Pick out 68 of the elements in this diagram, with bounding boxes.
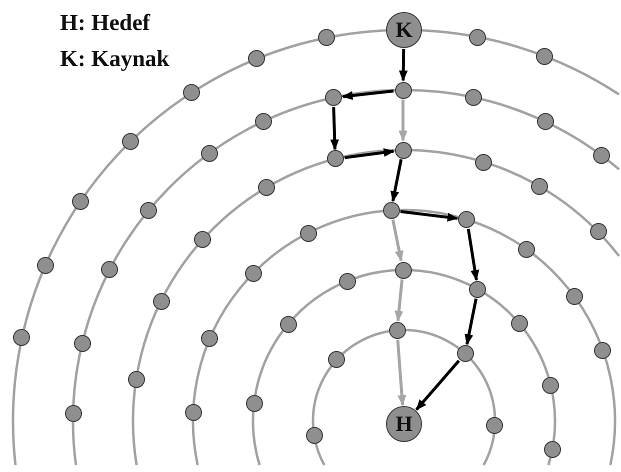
node-circle	[338, 272, 356, 290]
node-circle	[72, 192, 90, 210]
node-circle	[542, 377, 560, 394]
node-circle	[544, 440, 561, 458]
node-circle	[536, 48, 554, 65]
node-circle	[280, 316, 297, 333]
key-text: K: Kaynak	[60, 46, 170, 72]
node-circle	[255, 112, 272, 130]
arrow	[394, 279, 404, 322]
node-circle	[328, 351, 346, 368]
node-circle	[300, 224, 317, 242]
arrow	[398, 100, 408, 142]
node-circle	[382, 202, 400, 219]
node-circle	[140, 202, 158, 219]
arrow	[396, 340, 406, 406]
node-circle	[306, 427, 323, 444]
lettered-node-circle: H	[386, 406, 422, 442]
node-circle	[594, 342, 612, 360]
node-circle	[486, 417, 504, 434]
arrow	[330, 107, 340, 150]
lettered-node-circle: K	[386, 12, 422, 48]
arrow	[464, 298, 478, 346]
arrow	[400, 210, 458, 222]
node-circle	[74, 335, 91, 352]
node-circle	[244, 264, 262, 282]
node-circle	[36, 257, 54, 274]
node-circle	[394, 82, 412, 98]
arrow	[391, 219, 404, 262]
node-circle	[101, 260, 118, 278]
node-circle	[152, 292, 170, 310]
node-circle	[469, 280, 486, 298]
node-circle	[394, 142, 412, 158]
node-circle	[465, 88, 482, 106]
node-circle	[469, 28, 486, 46]
node-circle	[566, 288, 583, 305]
node-circle	[64, 405, 82, 422]
node-circle	[128, 371, 145, 388]
node-circle	[511, 315, 528, 332]
arrow	[342, 90, 394, 100]
node-circle	[324, 89, 342, 106]
node-circle	[388, 322, 406, 339]
node-circle	[246, 395, 262, 412]
node-circle	[592, 146, 610, 164]
node-circle	[13, 329, 30, 346]
key-text: H: Hedef	[60, 10, 150, 36]
node-circle	[201, 330, 218, 348]
node-circle	[326, 150, 344, 168]
node-circle	[394, 262, 412, 278]
node-circle	[258, 179, 275, 196]
arrow	[344, 148, 395, 160]
node-circle	[456, 345, 474, 362]
node-circle	[518, 240, 535, 258]
node-circle	[184, 404, 202, 422]
arrow	[466, 228, 480, 282]
node-circle	[248, 50, 266, 68]
node-circle	[318, 29, 335, 46]
node-circle	[122, 133, 140, 150]
node-circle	[200, 144, 218, 162]
arrow	[390, 159, 403, 202]
node-circle	[530, 178, 548, 195]
node-circle	[536, 113, 554, 130]
arrow	[415, 360, 460, 411]
node-circle	[182, 84, 200, 102]
node-circle	[590, 223, 607, 240]
node-circle	[458, 211, 476, 228]
node-circle	[475, 154, 492, 171]
arrow	[398, 48, 408, 82]
node-circle	[194, 231, 211, 248]
